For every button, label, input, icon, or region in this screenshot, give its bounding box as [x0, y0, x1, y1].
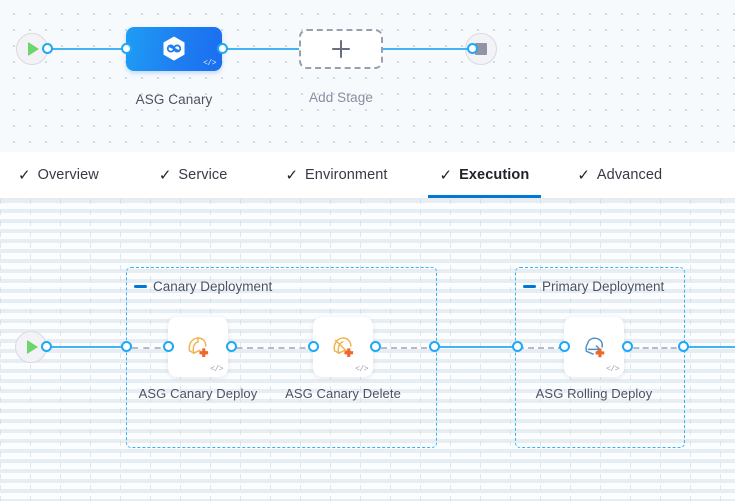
- add-stage-button[interactable]: [299, 29, 383, 69]
- exec-port-deploy-in[interactable]: [163, 341, 174, 352]
- exec-link-start-to-group1: [44, 346, 132, 348]
- exec-port-group2-in[interactable]: [512, 341, 523, 352]
- stage-port-end-in[interactable]: [467, 43, 478, 54]
- group-label-canary-text: Canary Deployment: [153, 279, 273, 294]
- stage-config-tabs: ✓ Overview ✓ Service ✓ Environment ✓ Exe…: [0, 152, 735, 199]
- group-label-primary-text: Primary Deployment: [542, 279, 665, 294]
- pipeline-start-node[interactable]: [16, 33, 48, 65]
- tab-advanced[interactable]: ✓ Advanced: [573, 152, 666, 198]
- stage-port-canary-in[interactable]: [121, 43, 132, 54]
- stage-canvas[interactable]: </> ASG Canary Add Stage: [0, 0, 735, 152]
- check-icon: ✓: [158, 166, 172, 184]
- stage-link-canary-to-add: [212, 48, 302, 50]
- check-icon: ✓: [439, 166, 453, 184]
- stage-node-asg-canary[interactable]: </>: [126, 27, 222, 71]
- check-icon: ✓: [577, 166, 590, 184]
- exec-port-group2-out[interactable]: [678, 341, 689, 352]
- tab-overview[interactable]: ✓ Overview: [14, 152, 103, 198]
- tab-environment[interactable]: ✓ Environment: [281, 152, 391, 198]
- step-code-badge: </>: [606, 365, 619, 374]
- tab-environment-label: Environment: [305, 167, 388, 183]
- tab-advanced-label: Advanced: [596, 167, 663, 183]
- minus-icon[interactable]: [523, 285, 536, 288]
- tab-execution[interactable]: ✓ Execution: [427, 152, 542, 198]
- check-icon: ✓: [18, 166, 31, 184]
- stage-port-start-out[interactable]: [42, 43, 53, 54]
- play-icon: [28, 42, 39, 56]
- exec-port-rolling-in[interactable]: [559, 341, 570, 352]
- play-icon: [27, 340, 38, 354]
- execution-start-node[interactable]: [15, 331, 47, 363]
- exec-link-group1-to-group2: [434, 346, 521, 348]
- step-code-badge: </>: [210, 365, 223, 374]
- stage-link-start-to-canary: [46, 48, 132, 50]
- stop-icon: [475, 43, 487, 55]
- exec-port-delete-out[interactable]: [370, 341, 381, 352]
- asg-canary-deploy-icon: [188, 337, 209, 358]
- exec-port-deploy-out[interactable]: [226, 341, 237, 352]
- exec-link-group2-to-next: [683, 346, 735, 348]
- stage-port-canary-out[interactable]: [217, 43, 228, 54]
- stage-code-badge: </>: [203, 59, 216, 68]
- stage-label-asg-canary: ASG Canary: [135, 92, 213, 107]
- step-label-asg-rolling-deploy: ASG Rolling Deploy: [535, 386, 653, 401]
- harness-hexagon-icon: [163, 36, 185, 61]
- exec-link-group2-entry: [518, 347, 564, 349]
- step-node-asg-canary-deploy[interactable]: </>: [168, 317, 228, 377]
- pipeline-end-node[interactable]: [465, 33, 497, 65]
- step-node-asg-canary-delete[interactable]: </>: [313, 317, 373, 377]
- tab-execution-label: Execution: [459, 167, 530, 183]
- group-label-canary-deployment[interactable]: Canary Deployment: [134, 279, 272, 294]
- minus-icon[interactable]: [134, 285, 147, 288]
- tab-service[interactable]: ✓ Service: [155, 152, 232, 198]
- step-label-asg-canary-deploy: ASG Canary Deploy: [138, 386, 258, 401]
- plus-icon: [332, 40, 350, 58]
- exec-port-start-out[interactable]: [41, 341, 52, 352]
- step-label-asg-canary-delete: ASG Canary Delete: [285, 386, 401, 401]
- exec-port-group1-out[interactable]: [429, 341, 440, 352]
- check-icon: ✓: [285, 166, 299, 184]
- exec-port-group1-in[interactable]: [121, 341, 132, 352]
- aws-plus-glyph: [199, 348, 209, 358]
- execution-canvas[interactable]: Canary Deployment Primary Deployment: [0, 199, 735, 501]
- exec-port-delete-in[interactable]: [308, 341, 319, 352]
- tab-service-label: Service: [178, 167, 228, 183]
- asg-canary-delete-icon: [333, 337, 354, 358]
- step-code-badge: </>: [355, 365, 368, 374]
- add-stage-label: Add Stage: [309, 90, 373, 105]
- asg-rolling-deploy-icon: [585, 337, 605, 358]
- step-node-asg-rolling-deploy[interactable]: </>: [564, 317, 624, 377]
- tab-overview-label: Overview: [37, 167, 99, 183]
- stage-link-add-to-end: [382, 48, 472, 50]
- group-label-primary-deployment[interactable]: Primary Deployment: [523, 279, 664, 294]
- exec-port-rolling-out[interactable]: [622, 341, 633, 352]
- exec-link-deploy-to-delete: [226, 347, 316, 349]
- exec-link-group2-exit: [624, 347, 686, 349]
